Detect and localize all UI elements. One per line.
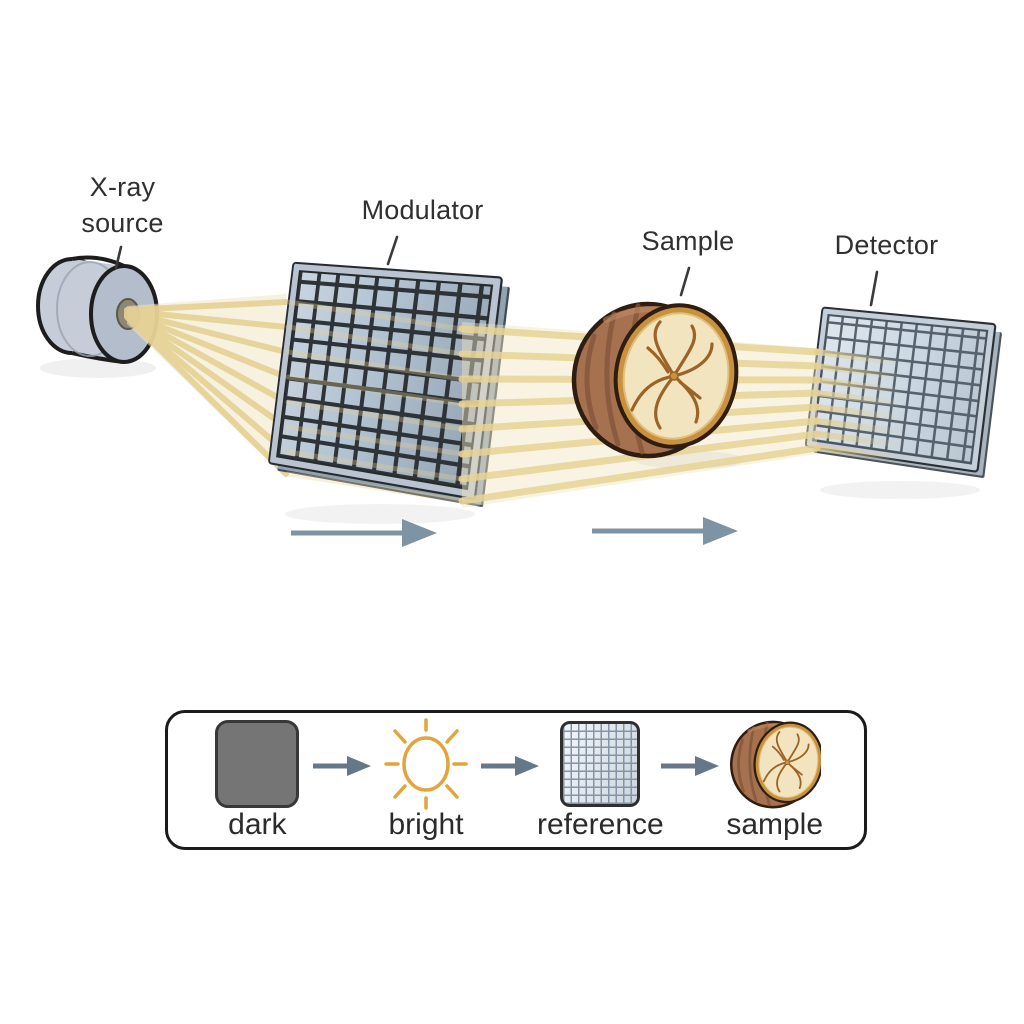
modulator-label: Modulator — [361, 195, 484, 225]
legend-item-reference: reference — [537, 720, 664, 840]
xray-source-icon — [36, 255, 159, 364]
sample-shadow — [635, 451, 745, 469]
detector-grid-icon — [804, 306, 997, 474]
reference-grid-icon — [560, 721, 641, 807]
arrow-right-icon — [481, 756, 540, 776]
xray-beam-fan-left — [124, 294, 289, 478]
sample-label: Sample — [641, 226, 735, 256]
legend-item-dark: dark — [204, 720, 311, 840]
modulator-shadow — [285, 504, 475, 524]
legend-item-bright: bright — [373, 718, 480, 841]
legend-box: dark — [165, 710, 867, 850]
flow-arrow-left — [291, 519, 437, 547]
sun-icon — [384, 718, 468, 810]
xray-beam-fan-right — [458, 322, 821, 508]
legend-label: reference — [536, 808, 664, 841]
arrow-right-icon — [661, 756, 720, 776]
legend-label: sample — [726, 808, 824, 841]
detector-label: Detector — [834, 230, 939, 260]
arrow-right-icon — [312, 756, 371, 776]
flow-arrow-right — [592, 517, 738, 545]
legend-label: dark — [228, 808, 287, 841]
walnut-sample-icon — [571, 301, 739, 459]
legend-label: bright — [388, 808, 464, 841]
dark-square-icon — [215, 720, 300, 808]
walnut-icon — [729, 718, 821, 810]
source-label: X-ray source — [81, 172, 164, 238]
legend-item-sample: sample — [721, 718, 828, 841]
walnut-kernel-pattern — [630, 320, 714, 430]
detector-shadow — [820, 481, 980, 499]
modulator-grid-icon — [267, 261, 504, 501]
source-shadow — [40, 358, 156, 378]
